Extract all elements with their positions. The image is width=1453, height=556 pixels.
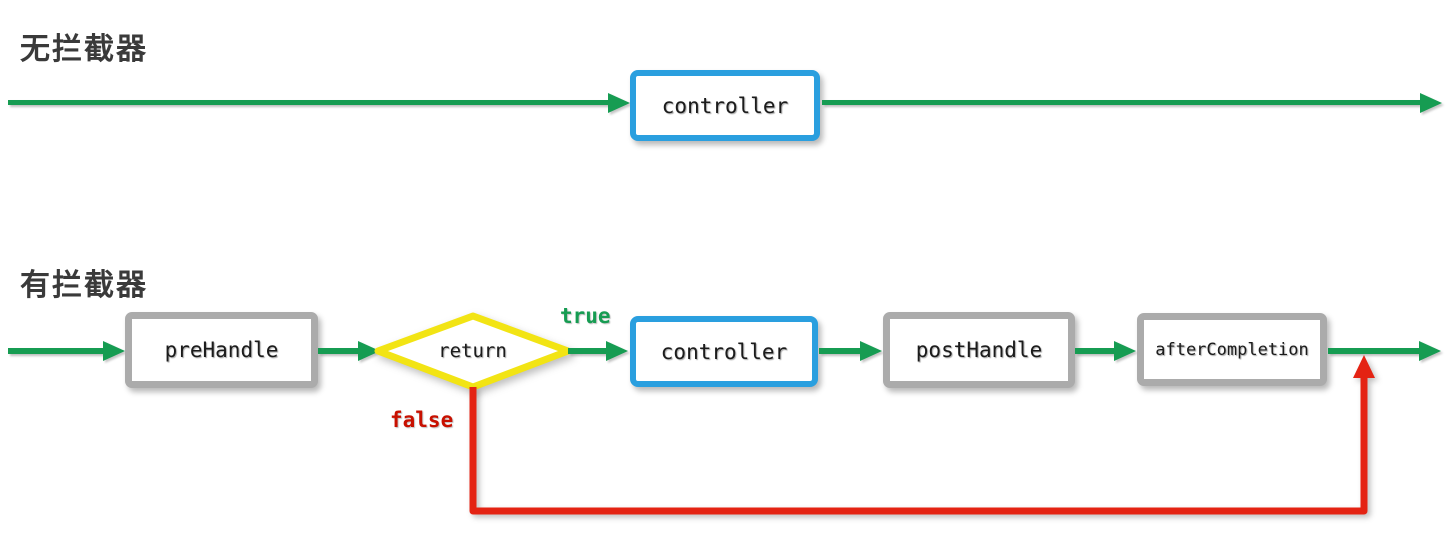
arrowhead-icon: [358, 341, 380, 361]
flow-line: [8, 100, 608, 105]
flow-line: [819, 348, 862, 354]
flow-line: [318, 348, 360, 354]
arrowhead-icon: [1114, 341, 1136, 361]
node-controller-top-label: controller: [661, 93, 789, 118]
flow-line: [822, 100, 1420, 105]
decision-label: return: [438, 340, 507, 362]
flow-line: [1328, 348, 1421, 354]
node-prehandle: preHandle: [125, 312, 318, 388]
arrowhead-icon: [1419, 341, 1441, 361]
branch-label-false: false: [390, 408, 454, 432]
arrowhead-icon: [1420, 93, 1442, 113]
arrowhead-icon: [860, 341, 882, 361]
false-path-line: [469, 375, 1368, 515]
node-controller-top: controller: [630, 70, 820, 141]
false-path: [469, 355, 1375, 515]
node-posthandle: postHandle: [883, 312, 1075, 388]
node-controller-bottom-label: controller: [660, 339, 788, 364]
node-posthandle-label: postHandle: [915, 338, 1043, 362]
arrowhead-icon: [608, 93, 630, 113]
flow-line: [1075, 348, 1116, 354]
section-title-with-interceptor: 有拦截器: [20, 269, 148, 302]
node-controller-bottom: controller: [630, 316, 818, 387]
arrowhead-icon: [606, 341, 628, 361]
flow-line: [8, 348, 105, 354]
node-aftercompletion-label: afterCompletion: [1155, 339, 1309, 360]
false-path-arrowhead-icon: [1353, 355, 1375, 378]
node-aftercompletion: afterCompletion: [1137, 313, 1327, 386]
node-prehandle-label: preHandle: [164, 338, 279, 362]
branch-label-true: true: [560, 304, 611, 328]
flow-line: [568, 348, 608, 354]
section-title-no-interceptor: 无拦截器: [20, 33, 148, 66]
arrowhead-icon: [103, 341, 125, 361]
